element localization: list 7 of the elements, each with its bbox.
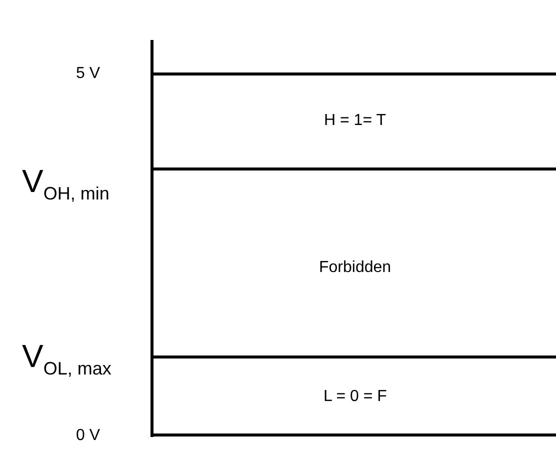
threshold-label: V$_{OH, min}$ bbox=[22, 165, 110, 202]
voltage-label: 5 V bbox=[76, 66, 100, 82]
region-label: H = 1= T bbox=[324, 113, 386, 129]
threshold-label: V$_{OL, max}$ bbox=[22, 340, 112, 378]
region-label: Forbidden bbox=[319, 260, 392, 276]
region-label: L = 0 = F bbox=[324, 389, 387, 405]
voltage-label: 0 V bbox=[76, 428, 100, 444]
